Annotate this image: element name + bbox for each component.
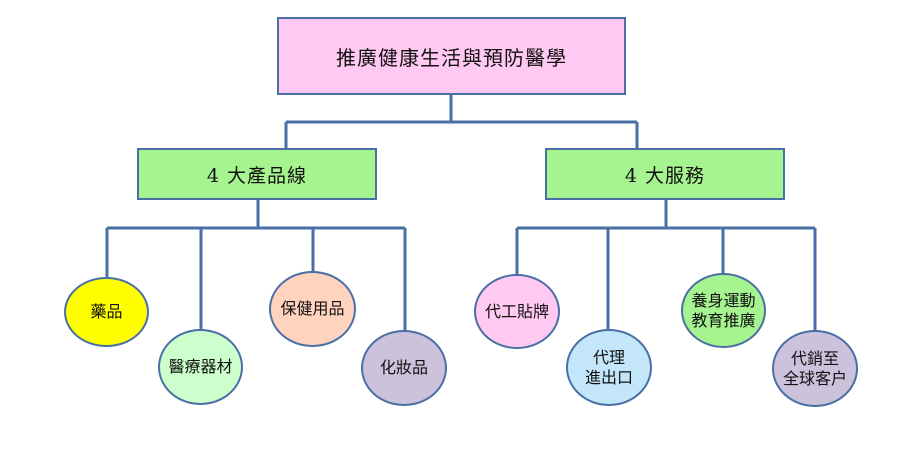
product-node-medical-devices: 醫療器材 <box>158 329 243 405</box>
product-label: 化妝品 <box>379 358 428 377</box>
product-label: 保健用品 <box>280 299 345 318</box>
category-label: 4 大產品線 <box>206 164 308 187</box>
service-label-line1: 養身運動 <box>691 290 756 310</box>
product-label: 藥品 <box>90 302 123 321</box>
product-label: 醫療器材 <box>168 357 233 376</box>
category-product-lines: 4 大產品線 <box>137 148 377 200</box>
product-node-medicine: 藥品 <box>64 277 149 347</box>
root-node: 推廣健康生活與預防醫學 <box>277 17 626 95</box>
service-label-line1: 代工貼牌 <box>484 301 549 321</box>
product-node-cosmetics: 化妝品 <box>361 330 447 406</box>
service-node-global-distribution: 代銷至 全球客户 <box>772 330 858 407</box>
service-label-line2: 進出口 <box>584 367 633 387</box>
service-node-fitness-education: 養身運動 教育推廣 <box>681 273 766 348</box>
category-label: 4 大服務 <box>624 164 706 187</box>
product-node-health-supplies: 保健用品 <box>269 271 356 347</box>
service-label-line1: 代銷至 <box>790 348 839 368</box>
category-services: 4 大服務 <box>545 148 785 200</box>
service-label-line2: 全球客户 <box>782 368 847 388</box>
service-node-oem: 代工貼牌 <box>474 274 560 349</box>
service-node-import-export: 代理 進出口 <box>566 329 652 406</box>
service-label-line1: 代理 <box>592 347 625 367</box>
root-label: 推廣健康生活與預防醫學 <box>336 45 567 70</box>
service-label-line2: 教育推廣 <box>691 310 756 330</box>
